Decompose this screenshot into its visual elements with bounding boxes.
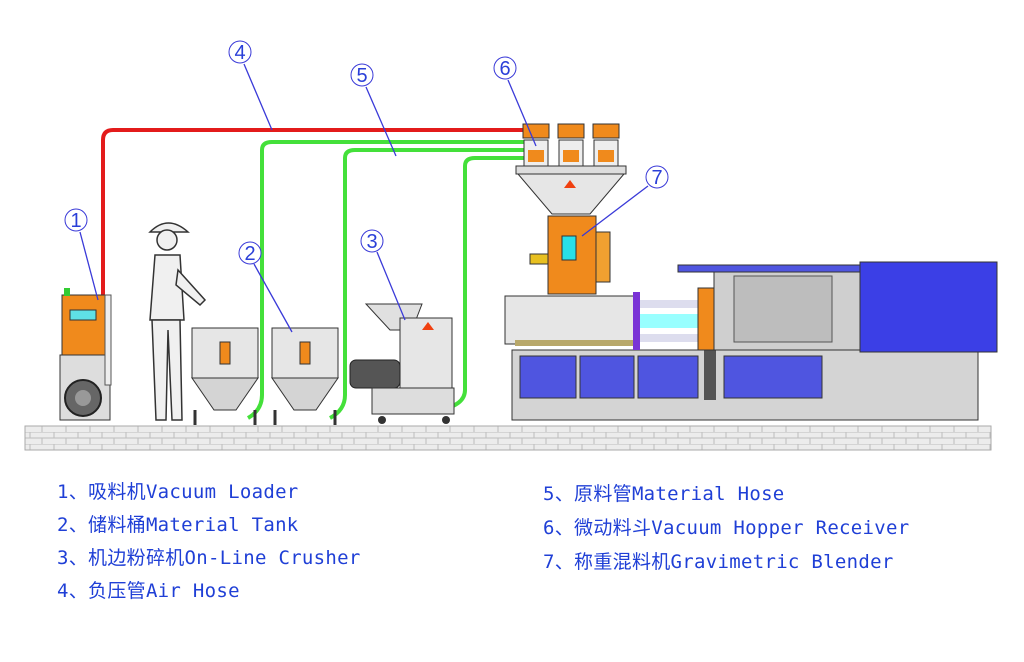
legend-item-3: 3、机边粉碎机On-Line Crusher xyxy=(57,547,361,569)
svg-text:1: 1 xyxy=(70,210,81,232)
legend-item-1: 1、吸料机Vacuum Loader xyxy=(57,481,299,503)
svg-text:3: 3 xyxy=(366,231,377,253)
svg-text:5: 5 xyxy=(356,65,367,87)
material-tank xyxy=(191,327,259,425)
gravimetric-blender xyxy=(515,123,627,295)
svg-text:2: 2 xyxy=(244,243,255,265)
legend-item-6: 6、微动料斗Vacuum Hopper Receiver xyxy=(543,517,910,539)
worker-figure xyxy=(148,222,207,421)
svg-text:6: 6 xyxy=(499,58,510,80)
callout-6: 6 xyxy=(493,56,517,80)
svg-text:7: 7 xyxy=(651,167,662,189)
callout-5: 5 xyxy=(350,63,374,87)
legend-item-2: 2、储料桶Material Tank xyxy=(57,514,299,536)
callout-1: 1 xyxy=(64,208,88,232)
crusher xyxy=(349,303,455,424)
vacuum-loader xyxy=(59,288,112,421)
legend-item-5: 5、原料管Material Hose xyxy=(543,483,785,505)
callout-4: 4 xyxy=(228,40,252,64)
legend-item-4: 4、负压管Air Hose xyxy=(57,580,240,602)
air-hose xyxy=(101,128,530,300)
floor xyxy=(24,425,992,451)
callout-2: 2 xyxy=(238,241,262,265)
callout-7: 7 xyxy=(645,165,669,189)
material-tank xyxy=(271,327,339,425)
callout-3: 3 xyxy=(360,229,384,253)
injection-molding-machine xyxy=(504,261,998,421)
svg-text:4: 4 xyxy=(234,42,245,64)
callout-lines xyxy=(79,63,649,333)
legend-item-7: 7、称重混料机Gravimetric Blender xyxy=(543,551,894,573)
